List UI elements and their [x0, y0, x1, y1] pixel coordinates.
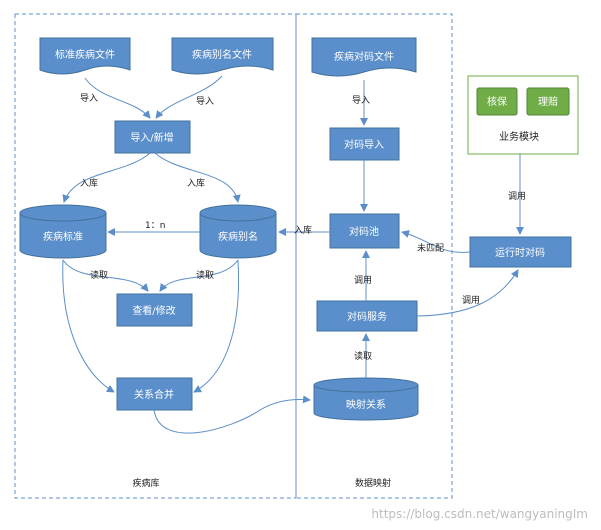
- edge-alias-file-to-import: [155, 75, 223, 119]
- edge-import-to-alias: [154, 152, 241, 203]
- disease-alias-label: 疾病别名: [218, 230, 258, 243]
- edge-service-to-runtime: [416, 269, 519, 317]
- view-modify-node[interactable]: [116, 293, 193, 327]
- edge-import-to-standard: [62, 152, 151, 203]
- edge-label-call-3: 调用: [508, 191, 526, 202]
- mapping-relation-node[interactable]: [313, 377, 419, 421]
- edge-standard-to-merge: [62, 259, 115, 393]
- edge-label-read-1: 读取: [90, 269, 108, 281]
- import-add-label: 导入/新增: [130, 131, 173, 144]
- relation-merge-label: 关系合并: [134, 388, 174, 401]
- region-data-mapping: [295, 13, 453, 499]
- code-service-label: 对码服务: [347, 310, 387, 323]
- edge-label-import-1: 导入: [80, 93, 98, 104]
- edge-standard-to-view: [62, 259, 149, 292]
- edge-label-unmatched: 未匹配: [417, 242, 444, 254]
- disease-alias-node[interactable]: [199, 204, 277, 259]
- watermark-text: https://blog.csdn.net/wangyaningIm: [371, 507, 588, 521]
- runtime-code-node[interactable]: [469, 236, 572, 268]
- claims-button-label: 理赔: [538, 95, 558, 108]
- edge-merge-to-mapping: [153, 395, 311, 434]
- edge-label-store-2: 入库: [187, 177, 205, 189]
- edge-alias-to-merge: [193, 259, 240, 393]
- code-service-node[interactable]: [316, 300, 418, 332]
- edge-runtime-to-pool: [401, 230, 471, 253]
- region-disease-library: [14, 13, 297, 499]
- mapping-relation-label: 映射关系: [346, 398, 386, 411]
- code-file-label: 疾病对码文件: [334, 50, 394, 63]
- edge-label-call-2: 调用: [462, 295, 480, 306]
- edge-label-call-1: 调用: [354, 275, 372, 286]
- standard-file-node[interactable]: [39, 37, 131, 75]
- claims-button[interactable]: [526, 87, 570, 116]
- edge-label-store-1: 入库: [80, 177, 98, 189]
- region-label-disease-library: 疾病库: [132, 477, 159, 489]
- edge-standard-file-to-import: [84, 77, 151, 119]
- underwriting-button[interactable]: [476, 87, 518, 116]
- relation-merge-node[interactable]: [116, 377, 193, 411]
- edge-label-import-3: 导入: [352, 95, 370, 106]
- import-add-node[interactable]: [114, 120, 191, 154]
- disease-standard-label: 疾病标准: [43, 230, 83, 243]
- code-pool-label: 对码池: [349, 225, 379, 238]
- underwriting-button-label: 核保: [487, 95, 507, 108]
- region-label-data-mapping: 数据映射: [355, 477, 391, 489]
- edge-label-read-2: 读取: [196, 269, 214, 281]
- edge-label-ratio: 1：n: [145, 221, 165, 231]
- code-pool-node[interactable]: [329, 213, 400, 249]
- runtime-code-label: 运行时对码: [495, 246, 545, 259]
- view-modify-label: 查看/修改: [132, 304, 175, 317]
- edge-label-read-3: 读取: [354, 350, 372, 362]
- edge-label-import-2: 导入: [196, 96, 214, 107]
- edge-alias-to-view: [159, 259, 239, 292]
- business-module-title: 业务模块: [499, 130, 539, 143]
- standard-file-label: 标准疾病文件: [55, 48, 115, 61]
- disease-standard-node[interactable]: [19, 204, 107, 259]
- alias-file-label: 疾病别名文件: [192, 48, 252, 61]
- edge-label-store-3: 入库: [294, 224, 312, 236]
- alias-file-node[interactable]: [171, 37, 274, 75]
- code-file-node[interactable]: [311, 37, 417, 77]
- code-import-label: 对码导入: [344, 138, 384, 151]
